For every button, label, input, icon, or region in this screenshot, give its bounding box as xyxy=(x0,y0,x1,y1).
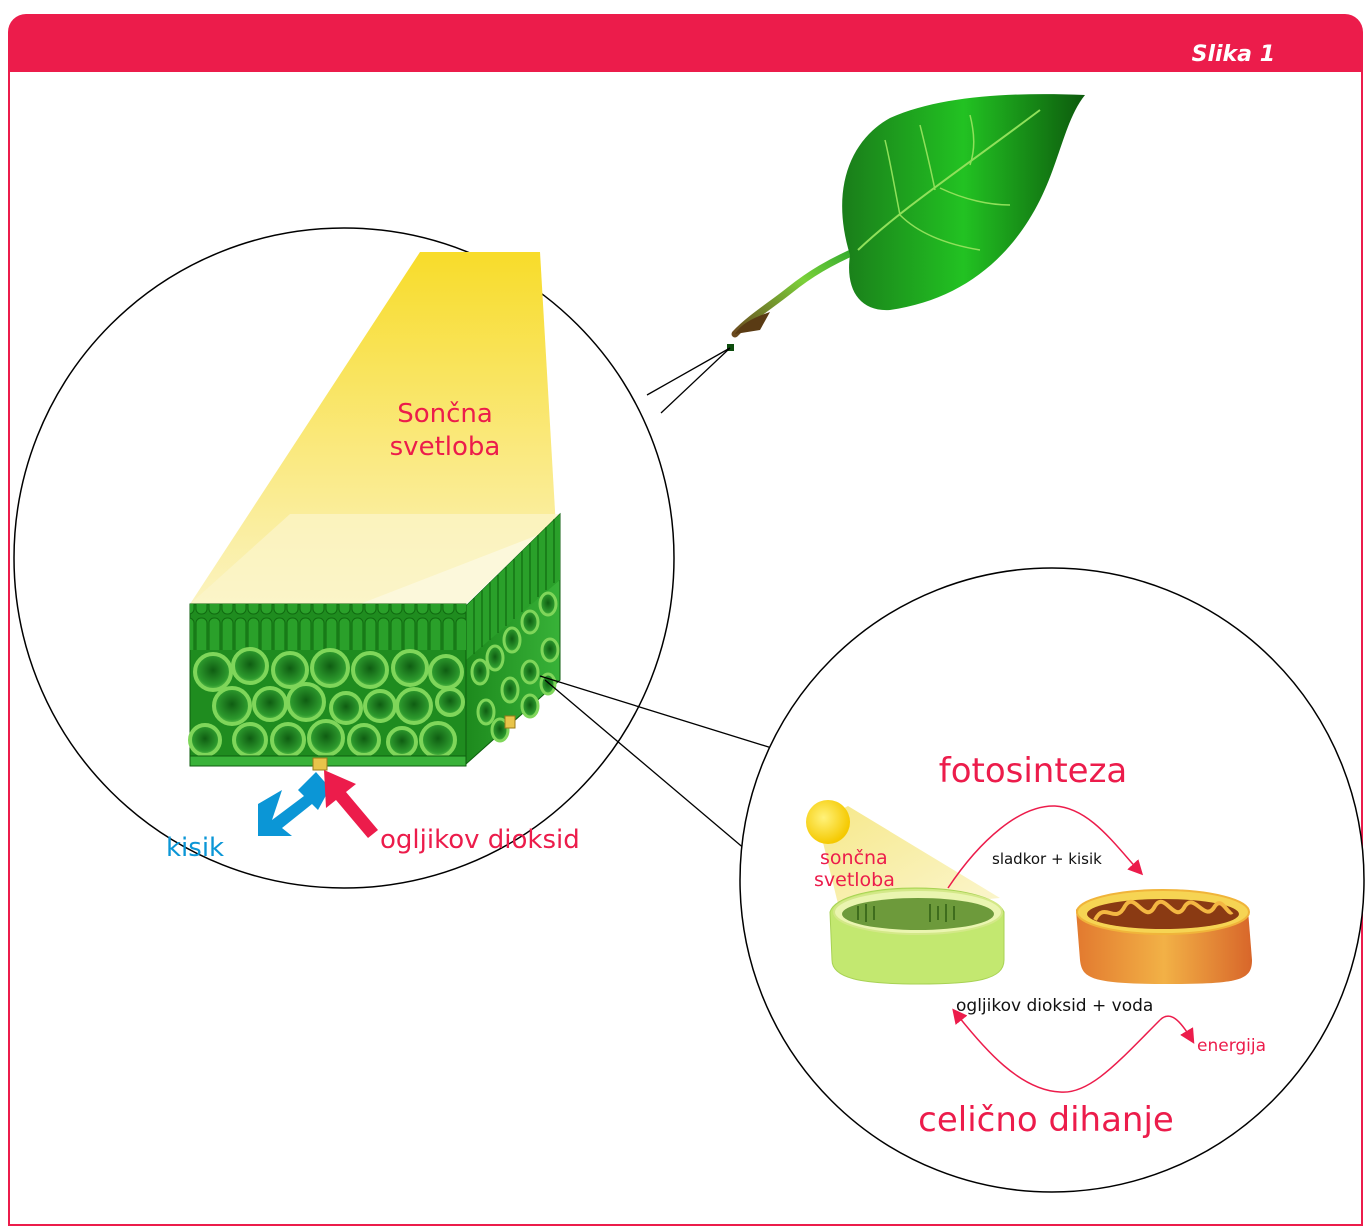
products-label: sladkor + kisik xyxy=(992,850,1102,868)
cell-level-circle xyxy=(739,567,1365,1193)
energy-arrow xyxy=(1159,1015,1195,1044)
oxygen-arrow xyxy=(258,772,330,836)
respiration-title: celično dihanje xyxy=(918,1100,1174,1140)
zoom-line-upper xyxy=(646,347,731,396)
zoom-line-block-upper xyxy=(539,675,776,750)
zoom-point xyxy=(727,344,734,351)
beam-top-face xyxy=(190,514,560,604)
sunlight-label-line1: Sončna xyxy=(397,399,493,429)
photosynthesis-arrow xyxy=(947,805,1144,889)
figure-label: Slika 1 xyxy=(1191,42,1275,67)
sun-icon xyxy=(806,800,850,844)
stoma-side xyxy=(504,715,516,729)
co2-label: ogljikov dioksid xyxy=(380,825,580,855)
zoom-line-block-lower xyxy=(544,679,747,851)
leaf-petiole-base xyxy=(735,312,770,334)
header-band xyxy=(8,14,1363,76)
reactants-label: ogljikov dioksid + voda xyxy=(956,996,1153,1016)
chloroplast-graphic xyxy=(829,887,1005,985)
mitochondrion-graphic xyxy=(1076,889,1252,984)
small-sunlight-label-line2: svetloba xyxy=(814,869,895,891)
small-sunlight-beam xyxy=(818,806,1000,912)
photosynthesis-title: fotosinteza xyxy=(939,751,1128,791)
leaf-tissue-block xyxy=(188,512,561,771)
leaf-blade xyxy=(842,94,1085,311)
energy-label: energija xyxy=(1197,1036,1266,1056)
sunlight-label-line2: svetloba xyxy=(390,432,501,462)
stoma-front xyxy=(312,757,328,771)
co2-arrow xyxy=(324,770,378,838)
small-sunlight-label-line1: sončna xyxy=(820,847,888,869)
oxygen-label: kisik xyxy=(166,833,224,863)
zoom-line-lower xyxy=(660,347,731,414)
respiration-arrow xyxy=(952,1008,1161,1093)
leaf-graphic xyxy=(727,94,1085,351)
